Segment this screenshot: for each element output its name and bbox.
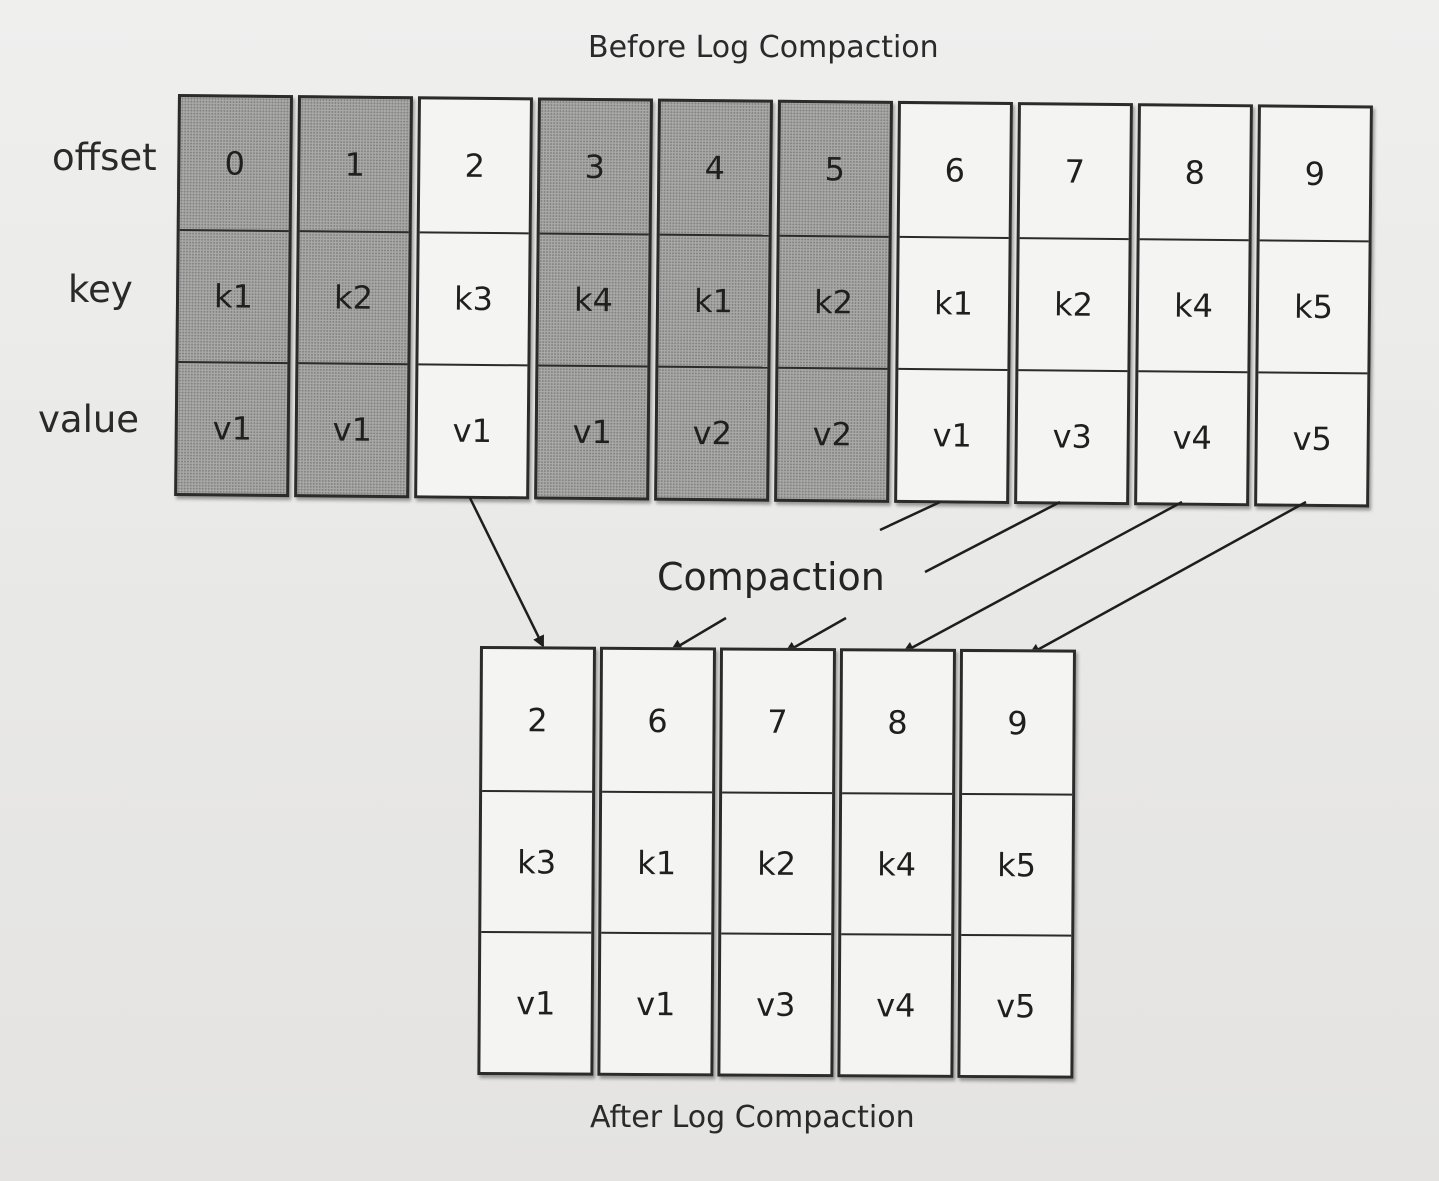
after-key-cell: k5 [961,792,1073,935]
arrow-offset-6-lower [670,616,727,652]
row-label-offset: offset [52,136,157,179]
after-key-cell: k3 [481,790,593,932]
after-offset-cell: 9 [1007,703,1028,742]
after-value-cell: v1 [480,931,592,1073]
arrow-offset-2 [468,497,545,648]
after-offset-cell: 2 [527,700,548,739]
row-label-value: value [38,398,140,441]
arrow-offset-8 [902,500,1183,654]
after-offset-cell: 6 [647,701,668,740]
arrow-offset-6-upper [879,500,941,532]
after-value-cell: v1 [600,931,712,1074]
after-key-cell: k2 [721,791,833,934]
before-title: Before Log Compaction [588,30,939,65]
arrow-offset-7-lower [784,616,847,654]
after-key-cell: k4 [841,792,953,934]
arrow-offset-9 [1028,500,1307,656]
after-value-cell: v3 [720,932,832,1075]
compaction-label: Compaction [657,555,885,599]
after-key-cell: k1 [601,790,713,933]
after-offset-cell: 8 [887,702,908,742]
row-label-key: key [68,268,133,311]
after-title: After Log Compaction [590,1100,915,1135]
after-value-cell: v5 [960,933,1072,1076]
after-offset-cell: 7 [767,702,788,741]
after-value-cell: v4 [840,933,952,1075]
arrow-offset-7-upper [924,500,1061,574]
